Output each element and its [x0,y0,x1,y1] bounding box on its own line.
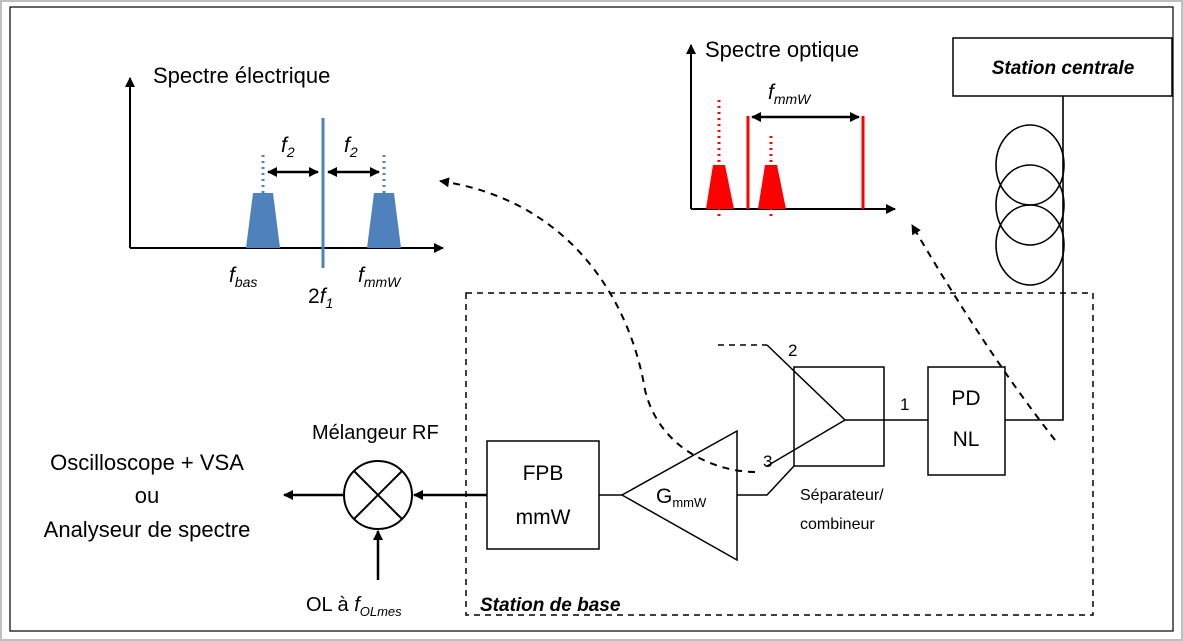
f-bas-band [246,193,280,248]
port-1-label: 1 [900,395,909,414]
content-frame [9,6,1174,632]
optical-band-mid [758,165,786,209]
dashed-arrow-to-optical-spectrum [911,224,1056,441]
output-line-2: ou [135,483,159,508]
two-f1-label: 2f1 [308,285,333,311]
fiber-link [1005,96,1064,421]
base-station-box [465,292,1094,616]
optical-fmmw-label: fmmW [768,81,812,107]
pd-label: PD [951,387,980,410]
amplifier-label: GmmW [656,485,707,510]
optical-spectrum-title: Spectre optique [705,37,859,62]
electric-spectrum-title: Spectre électrique [153,63,330,88]
f-bas-label: fbas [229,264,257,290]
port-2-label: 2 [788,341,797,360]
mixer-label: Mélangeur RF [312,422,439,444]
lo-label: OL à fOLmes [306,594,402,619]
central-station-label: Station centrale [992,58,1135,79]
base-station-label: Station de base [480,595,621,616]
dashed-arrow-to-electric-spectrum [439,177,756,473]
splitter-label-1: Séparateur/ [800,487,884,504]
electric-spectrum: Spectre électrique f2 f2 fbas 2f1 fmmW [125,63,444,311]
splitter-combiner-block [793,366,885,467]
splitter-label-2: combineur [800,516,875,533]
nl-label: NL [953,428,980,451]
f2-left-label: f2 [281,134,295,160]
output-line-3: Analyseur de spectre [44,517,251,542]
port-3-label: 3 [763,452,772,471]
f2-right-label: f2 [344,134,358,160]
mixer-cross-2 [353,470,403,520]
filter-label-1: FPB [523,462,564,485]
optical-spectrum: Spectre optique fmmW [686,37,896,220]
output-line-1: Oscilloscope + VSA [50,450,244,475]
filter-fpb-block [486,440,600,550]
fiber-coil-icon [995,124,1065,286]
fmmw-band [367,193,401,248]
fmmw-label: fmmW [358,264,402,290]
optical-band-left [706,165,734,209]
photodiode-block [927,366,1006,476]
amp-to-splitter-line [737,465,795,496]
filter-label-2: mmW [516,506,571,529]
